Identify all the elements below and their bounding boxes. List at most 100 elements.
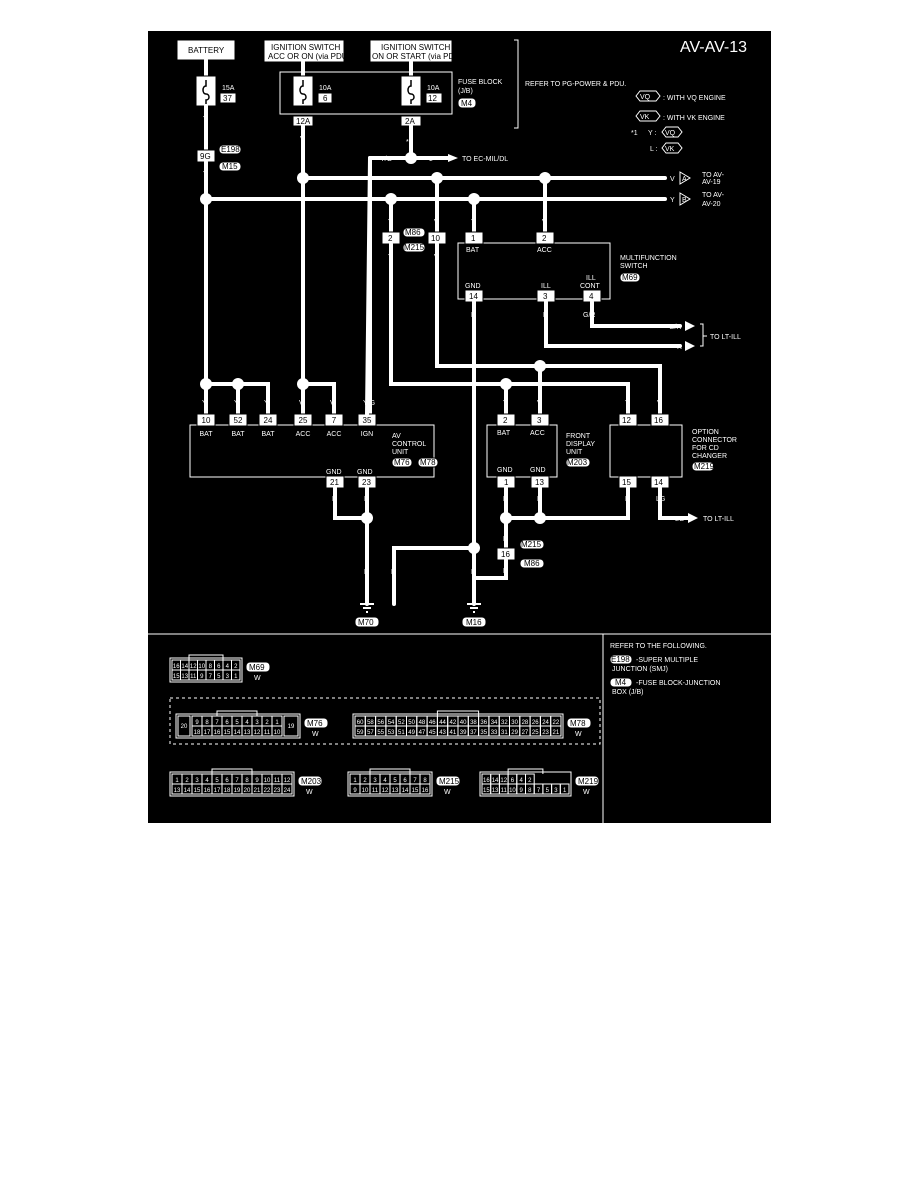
pin-number: 27 [522,730,529,736]
pin-number: 34 [491,720,498,726]
wire-v-d2: V [542,219,547,226]
connector-tag: M203 [301,777,322,786]
pin-number: 24 [542,720,549,726]
avcu-pin-label: BAT [199,431,213,438]
wire-y-1: Y [203,116,208,123]
pin-number: 6 [403,778,407,784]
avcu-pin-label: ACC [296,431,311,438]
pin-number: 40 [460,720,467,726]
pin-number: 20 [244,788,251,794]
wire-v-fdu: V [537,400,542,407]
pin-number: 16 [173,664,180,670]
avcu-pin-box [228,413,248,427]
pin-number: 8 [205,720,209,726]
mfs-conn: M69 [622,273,638,282]
pin-number: 17 [214,788,221,794]
wire-b-avcu1: B [332,496,337,503]
legend-vq-tag: VQ [640,94,651,101]
pin-number: 23 [274,788,281,794]
wire-gr-out: G/R [669,324,681,331]
pin-number: 16 [204,788,211,794]
mfs-label-gnd: GND [465,283,481,290]
pin-number: 22 [553,720,560,726]
wire-b-mfs: B [471,312,476,319]
avcu-wire-color: V [299,400,304,407]
pin-number: 25 [532,730,539,736]
pin-number: 31 [501,730,508,736]
wire-b-opt: B [625,496,630,503]
pin-number: 30 [511,720,518,726]
pin-number: 11 [264,730,271,736]
pin-number: 1 [275,720,279,726]
avcu-pin-label: BAT [231,431,245,438]
fdu-gnd2: GND [530,467,546,474]
pin-number: 2 [363,778,367,784]
pin-number: 3 [226,674,230,680]
pin-number: 15 [173,674,180,680]
connector-color: W [306,789,313,796]
avcu-wire-color: Y [264,400,269,407]
ign2-line1: IGNITION SWITCH [381,43,451,52]
wire-b-avcu2: B [364,496,369,503]
opt-title4: CHANGER [692,453,727,460]
wire-v-1: V [300,136,305,143]
pin-number: 6 [225,720,229,726]
front-display-unit: 2 BAT 3 ACC FRONT DISPLAY UNIT M203 GND … [486,413,595,489]
avcu-pin-label: ACC [327,431,342,438]
opt-title2: CONNECTOR [692,437,737,444]
mfs-label-illcont2: CONT [580,283,601,290]
refer-title: REFER TO THE FOLLOWING. [610,643,707,650]
opt-pin-1: 12 [622,416,631,425]
wire-star1: *1 [406,139,413,146]
fuse-6: 10A 6 [292,75,333,107]
pin-number: 41 [450,730,457,736]
pin-number: 17 [204,730,211,736]
pin-number: 11 [274,778,281,784]
pin-number: 44 [439,720,446,726]
avcu-pin-box [324,413,344,427]
ignition-switch-acc: IGNITION SWITCH ACC OR ON (via PDU) [263,39,351,63]
pin-number: 5 [235,720,239,726]
avcu-pin-box [293,413,313,427]
ground-m16-label: M16 [466,618,482,627]
mfs-label-bat: BAT [466,247,480,254]
pin-number: 7 [413,778,417,784]
refer-pg-power: REFER TO PG-POWER & PDU. [525,81,626,88]
fuse-37-amp: 15A [222,85,235,92]
refer-e198-l2: JUNCTION (SMJ) [612,666,668,673]
legend-star: *1 [631,130,638,137]
fdu-pin-bat: 2 [503,416,508,425]
pin-number: 14 [184,788,191,794]
wire-y-fdu: Y [503,400,508,407]
wire-b-fdu4: B [503,568,508,575]
pin-number: 14 [181,664,188,670]
avcu-wire-color: V [330,400,335,407]
wire-v-d3: V [434,254,439,261]
avcu-pin-label: BAT [261,431,275,438]
mfs-label-acc: ACC [537,247,552,254]
avcu-pin-number: 10 [202,416,211,425]
pin-number: 18 [224,788,231,794]
pin-number: 7 [215,720,219,726]
pin-number: 12 [190,664,197,670]
pin-number: 10 [509,788,516,794]
battery-label: BATTERY [188,46,225,55]
pin-number: 56 [377,720,384,726]
wire-y-2: Y [203,171,208,178]
opt-title1: OPTION [692,429,719,436]
pin-number: 3 [255,720,259,726]
pin-number: 26 [532,720,539,726]
avcu-pin-box [196,413,216,427]
wire-lg-out: LG [675,516,684,523]
arrow-av20-tag: B [682,197,687,204]
pin-number: 5 [546,788,550,794]
pin-number: 13 [392,788,399,794]
pin-number: 12 [284,778,291,784]
pin-number: 32 [501,720,508,726]
mfs-label-ill: ILL [541,283,551,290]
pin-number: 4 [383,778,387,784]
fdu-gnd-pin1: 1 [504,478,509,487]
